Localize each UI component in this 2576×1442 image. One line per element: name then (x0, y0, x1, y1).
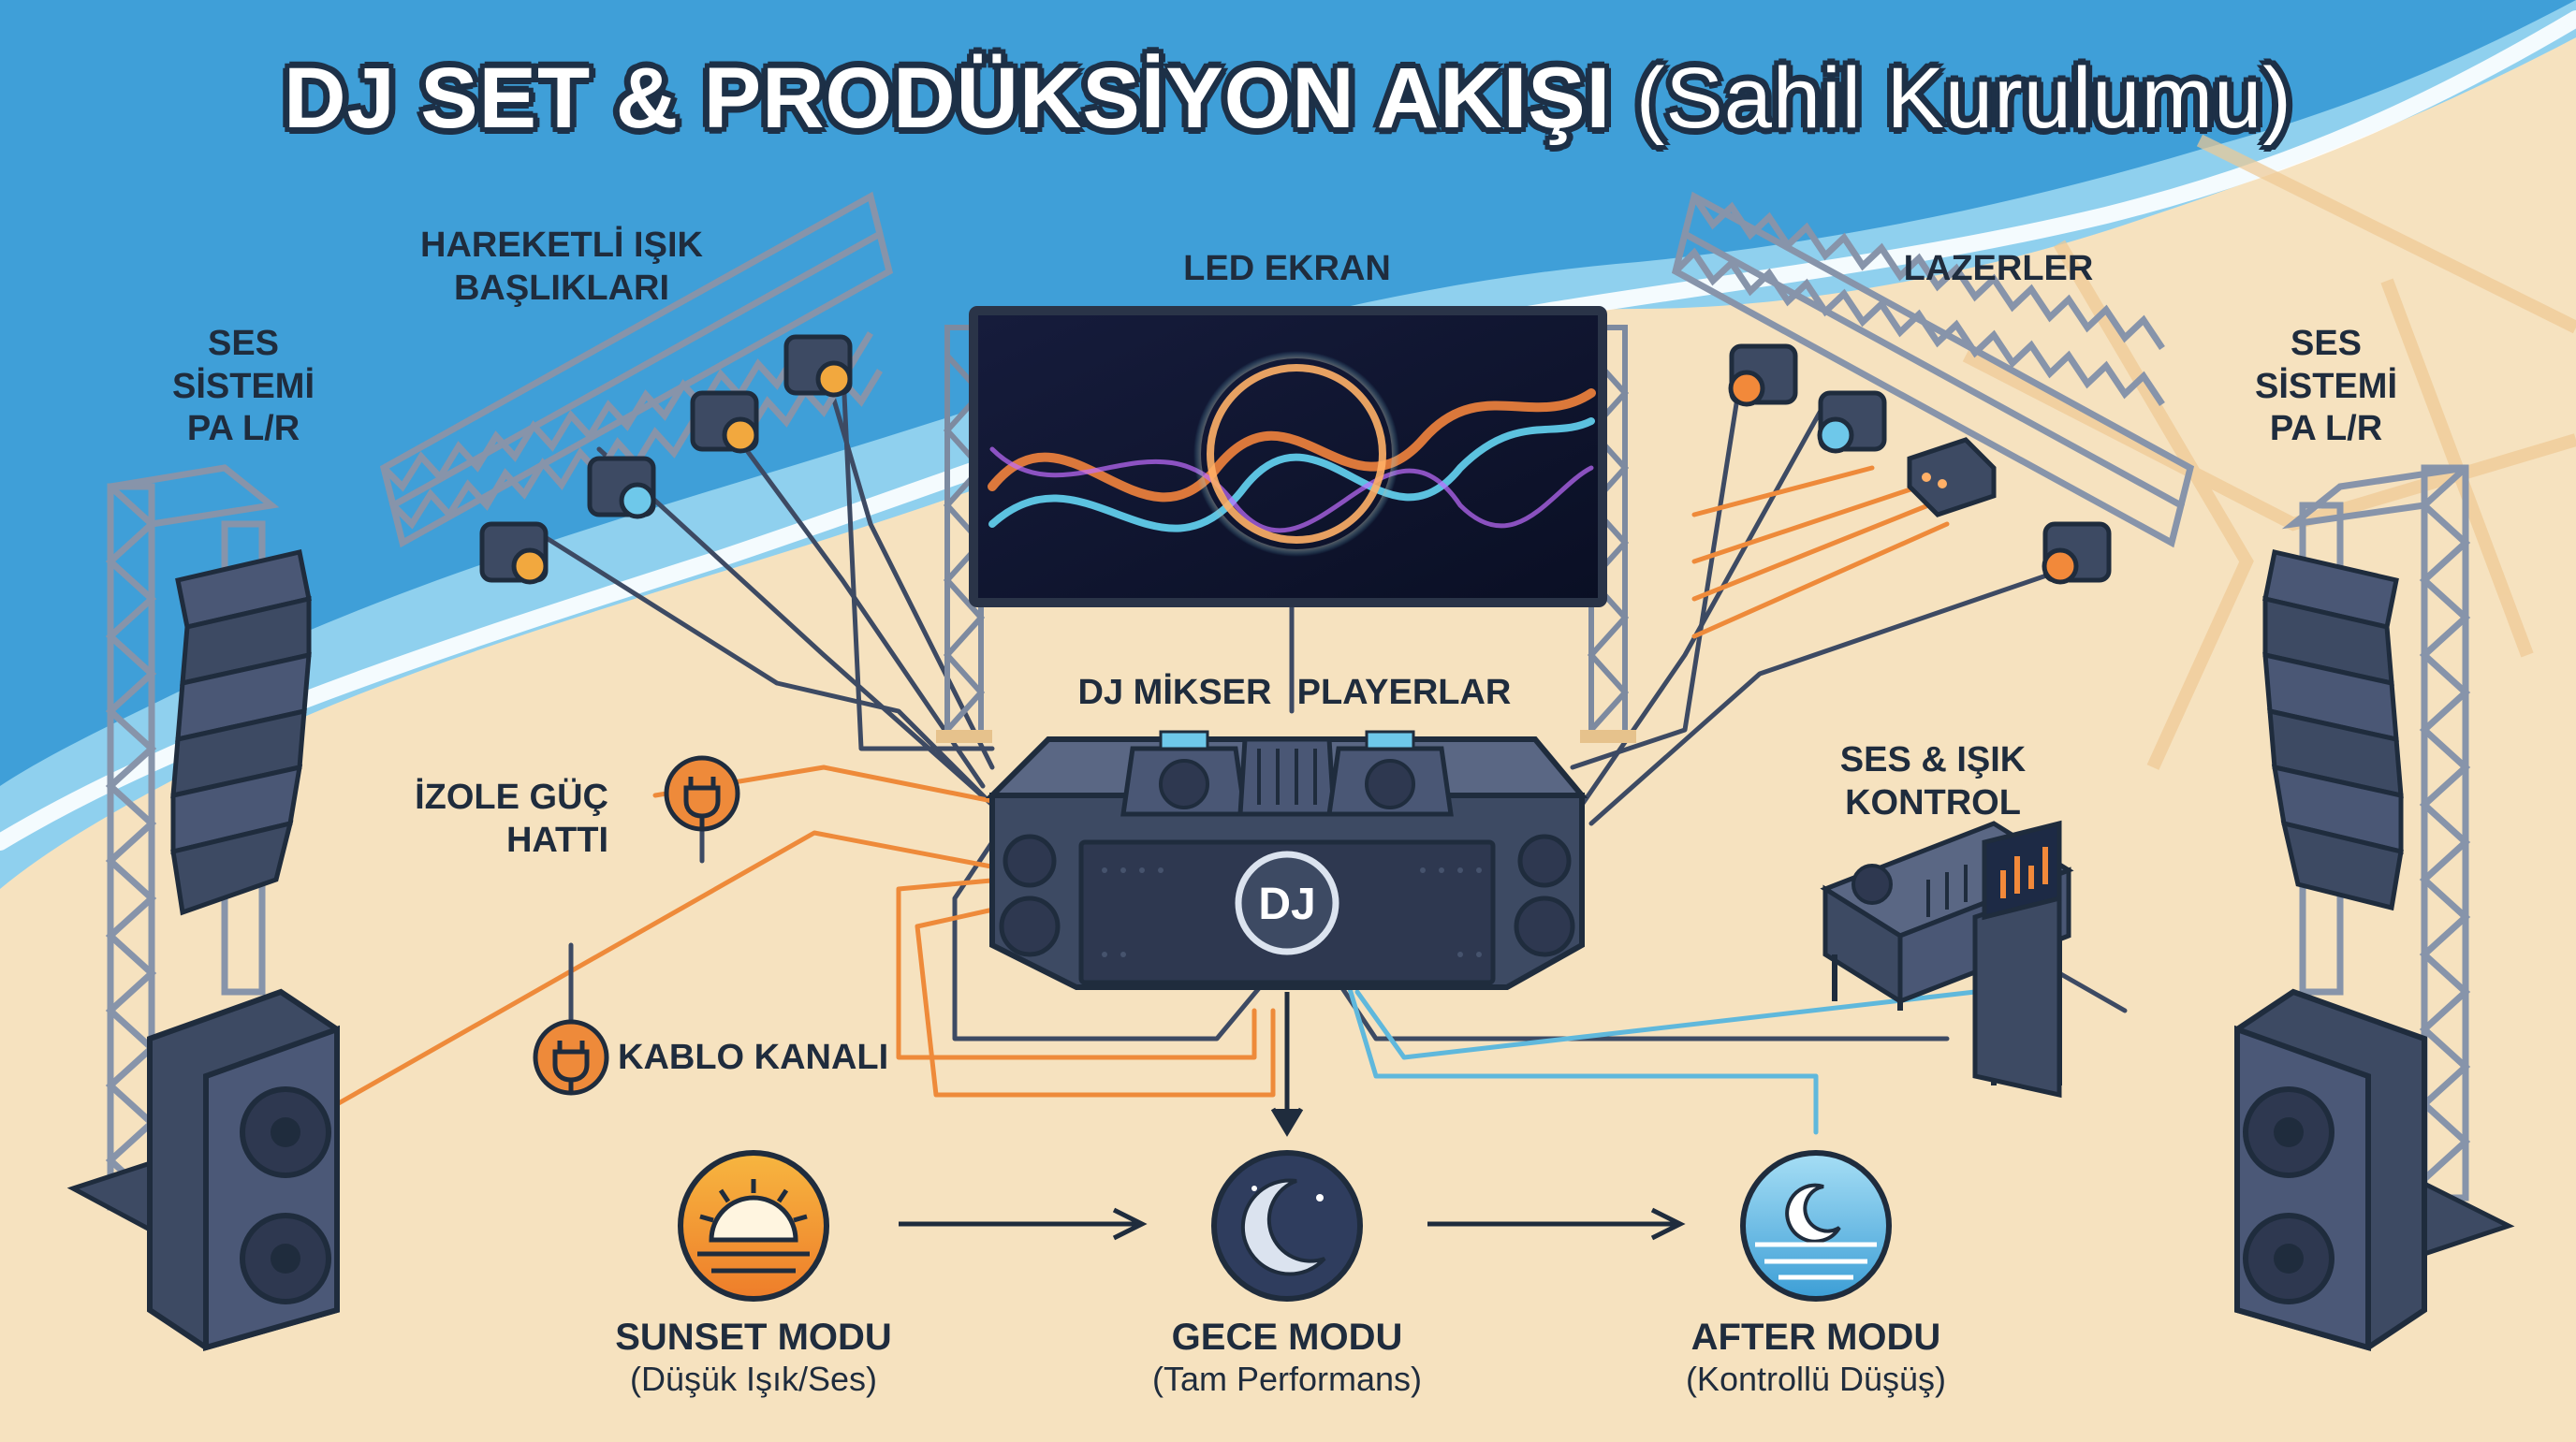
sunset-icon (678, 1150, 829, 1302)
screen-visual (988, 343, 1596, 564)
label-lasers: LAZERLER (1903, 249, 2094, 288)
pa-tower-right (2234, 464, 2515, 1351)
title-sub: (Sahil Kurulumu) (1635, 51, 2292, 146)
booth-logo-text: DJ (1258, 880, 1316, 929)
led-screen-rig (936, 306, 1636, 743)
label-control: SES & IŞIK KONTROL (1839, 740, 2027, 823)
mode-after-name: AFTER MODU (1690, 1317, 1941, 1358)
line-array-right (2262, 548, 2404, 911)
moon-over-water-icon (1740, 1150, 1892, 1302)
label-players: PLAYERLAR (1296, 673, 1512, 712)
laser-unit (1907, 437, 1997, 517)
mode-sunset-sub: (Düşük Işık/Ses) (629, 1360, 878, 1398)
cable-channel-plug-icon (533, 1019, 609, 1096)
label-cable-channel: KABLO KANALI (618, 1038, 889, 1077)
label-led-screen: LED EKRAN (1183, 249, 1391, 288)
subwoofer-left (147, 988, 340, 1351)
label-pa-right: SES SİSTEMİ PA L/R (2254, 324, 2398, 449)
sea (0, 0, 2576, 786)
mode-flow-arrows (899, 992, 1686, 1241)
label-pa-left: SES SİSTEMİ PA L/R (171, 324, 315, 449)
power-plug-icon (664, 755, 740, 832)
moving-head-lights-right (1728, 343, 2112, 585)
mode-night-sub: (Tam Performans) (1151, 1360, 1423, 1398)
lasers-truss (1671, 191, 2195, 548)
moving-head-lights-left (479, 334, 853, 585)
pa-tower-left (66, 464, 340, 1351)
cables (334, 353, 2128, 1135)
dj-booth (985, 730, 1588, 990)
line-array-left (170, 548, 312, 916)
sound-light-control-desk (1820, 820, 2074, 1099)
label-power-line: İZOLE GÜÇ HATTI (415, 778, 608, 860)
mode-after-sub: (Kontrollü Düşüş) (1685, 1360, 1947, 1398)
moon-icon (1211, 1150, 1363, 1302)
mode-night-name: GECE MODU (1171, 1317, 1403, 1358)
title-main: DJ SET & PRODÜKSİYON AKIŞI (284, 51, 1612, 146)
page-title: DJ SET & PRODÜKSİYON AKIŞI (Sahil Kurulu… (0, 47, 2576, 150)
cdj-player-right (1326, 730, 1454, 817)
mode-sunset-name: SUNSET MODU (615, 1317, 892, 1358)
subwoofer-right (2234, 988, 2427, 1351)
label-moving-heads: HAREKETLİ IŞIK BAŞLIKLARI (420, 226, 703, 308)
dj-logo-badge (1235, 851, 1339, 955)
label-dj-mixer: DJ MİKSER (1077, 673, 1272, 712)
dj-mixer (1237, 736, 1337, 817)
